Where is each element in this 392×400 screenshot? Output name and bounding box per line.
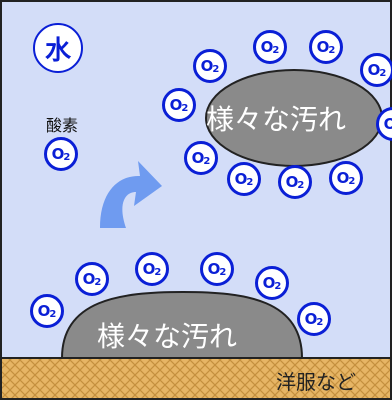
stain-lower-label: 様々な汚れ (97, 320, 238, 353)
cloth-surface (0, 357, 392, 400)
water-badge (33, 23, 83, 73)
stain-lower (60, 290, 304, 359)
water-label: 水 (44, 36, 71, 66)
oxygen-label: 酸素 (46, 116, 79, 135)
clothes-label: 洋服など (276, 370, 356, 394)
stain-upper-label: 様々な汚れ (206, 103, 347, 136)
movement-arrow (100, 161, 162, 228)
